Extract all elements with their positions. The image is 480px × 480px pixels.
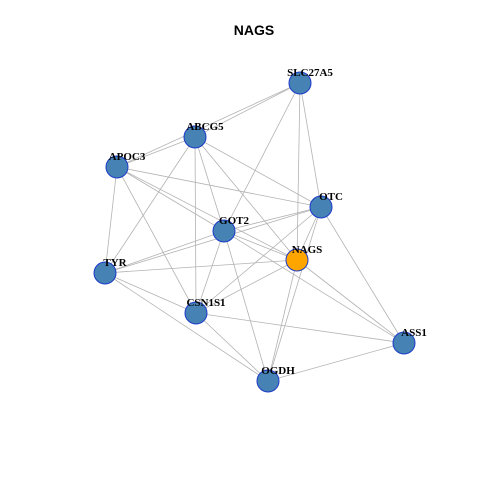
edge-apoc3-csn1s1 — [116, 166, 197, 314]
edge-nags-ass1 — [296, 259, 405, 344]
edge-abcg5-got2 — [194, 136, 225, 232]
node-label-slc27a5: SLC27A5 — [287, 67, 333, 79]
node-ass1[interactable] — [392, 331, 416, 355]
node-apoc3[interactable] — [105, 155, 129, 179]
node-label-nags: NAGS — [292, 244, 323, 256]
edge-otc-tyr — [104, 206, 322, 274]
edges-layer — [104, 82, 405, 382]
node-csn1s1[interactable] — [184, 301, 208, 325]
edge-abcg5-csn1s1 — [194, 136, 197, 314]
edge-abcg5-nags — [194, 136, 298, 261]
edge-apoc3-tyr — [104, 166, 118, 274]
edge-apoc3-got2 — [116, 166, 225, 232]
edge-slc27a5-nags — [296, 82, 301, 261]
edge-nags-tyr — [104, 259, 298, 274]
node-nags[interactable] — [285, 248, 309, 272]
edge-got2-ogdh — [223, 230, 269, 382]
edge-got2-nags — [223, 230, 298, 261]
edge-nags-ogdh — [267, 259, 298, 382]
edge-otc-csn1s1 — [195, 206, 322, 314]
node-got2[interactable] — [212, 219, 236, 243]
edge-slc27a5-otc — [299, 82, 322, 208]
node-label-apoc3: APOC3 — [109, 151, 146, 163]
edge-csn1s1-ogdh — [195, 312, 269, 382]
node-label-csn1s1: CSN1S1 — [186, 297, 225, 309]
edge-otc-got2 — [223, 206, 322, 232]
edge-slc27a5-apoc3 — [116, 82, 301, 168]
edge-csn1s1-ass1 — [195, 312, 405, 344]
node-ogdh[interactable] — [256, 369, 280, 393]
node-label-tyr: TYR — [103, 257, 127, 269]
node-label-got2: GOT2 — [219, 215, 249, 227]
edge-apoc3-otc — [116, 166, 322, 208]
edge-tyr-csn1s1 — [104, 272, 197, 314]
edge-abcg5-tyr — [104, 136, 196, 274]
edge-tyr-ogdh — [104, 272, 269, 382]
edge-nags-csn1s1 — [195, 259, 298, 314]
node-label-otc: OTC — [319, 191, 343, 203]
edge-got2-tyr — [104, 230, 225, 274]
edge-otc-ass1 — [320, 206, 405, 344]
nodes-layer — [93, 71, 416, 393]
node-label-ogdh: OGDH — [261, 365, 295, 377]
edge-abcg5-apoc3 — [116, 136, 196, 168]
diagram-title: NAGS — [234, 22, 274, 38]
edge-otc-ogdh — [267, 206, 322, 382]
edge-got2-ass1 — [223, 230, 405, 344]
edge-got2-csn1s1 — [195, 230, 225, 314]
node-tyr[interactable] — [93, 261, 117, 285]
node-label-abcg5: ABCG5 — [186, 121, 224, 133]
node-otc[interactable] — [309, 195, 333, 219]
edge-slc27a5-got2 — [223, 82, 301, 232]
node-slc27a5[interactable] — [288, 71, 312, 95]
node-abcg5[interactable] — [183, 125, 207, 149]
node-label-ass1: ASS1 — [401, 327, 427, 339]
edge-abcg5-otc — [194, 136, 322, 208]
edge-ass1-ogdh — [267, 342, 405, 382]
edge-slc27a5-abcg5 — [194, 82, 301, 138]
edge-apoc3-nags — [116, 166, 298, 261]
